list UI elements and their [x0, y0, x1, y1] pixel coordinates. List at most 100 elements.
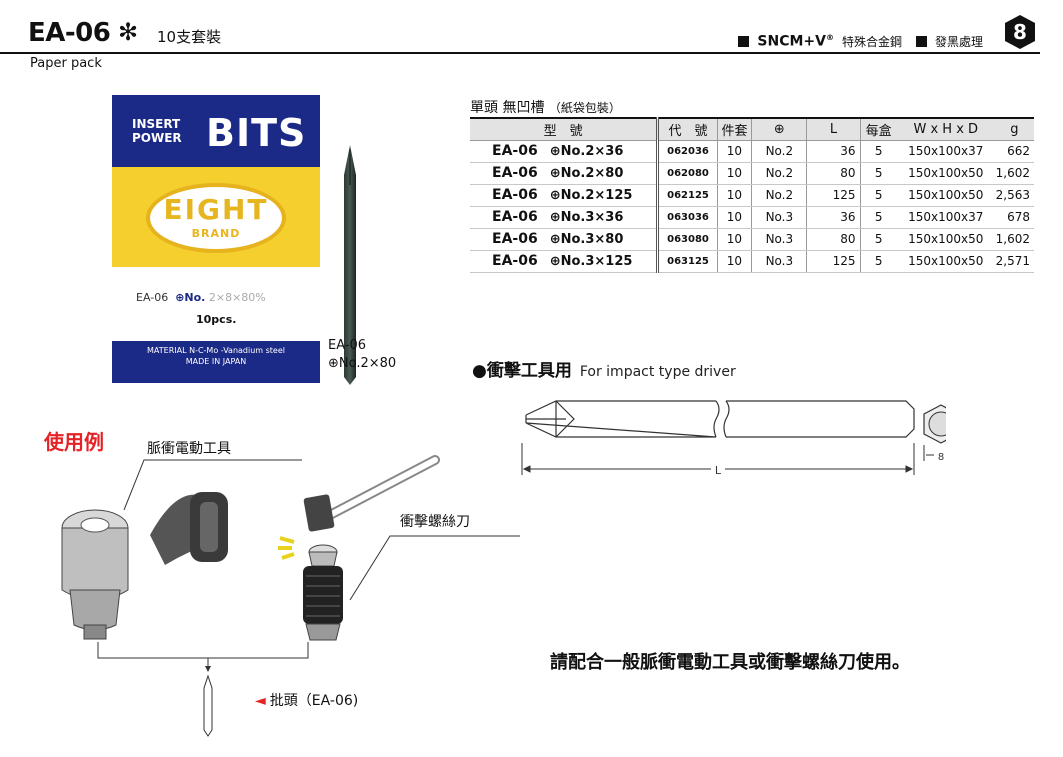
- cell-set: 10: [716, 206, 752, 229]
- cell-model: EA-06⊕No.2×36: [470, 140, 658, 163]
- cell-box: 5: [859, 184, 897, 207]
- table-header-row: 型 號 代 號 件套 ⊕ L 每盒 W x H x D g: [470, 117, 1034, 141]
- cell-box: 5: [859, 140, 897, 163]
- bit-dimension-diagram: L 8: [521, 400, 946, 477]
- usage-illustration: [61, 455, 520, 737]
- cell-box: 5: [859, 162, 897, 185]
- product-package-image: INSERT POWER BITS EIGHT BRAND EA-06 ⊕No.…: [112, 95, 320, 383]
- usage-title: 使用例: [44, 430, 104, 454]
- material-info: SNCM+V® 特殊合金鋼 發黑處理: [738, 33, 983, 50]
- arrow-left-icon: ◄: [255, 693, 266, 709]
- cell-dims: 150x100x50: [896, 250, 995, 273]
- material-name: SNCM+V®: [757, 33, 834, 50]
- pack-quantity: 10支套裝: [157, 28, 222, 46]
- cell-box: 5: [859, 250, 897, 273]
- col-code: 代 號: [656, 117, 718, 141]
- col-phillips: ⊕: [751, 117, 807, 141]
- col-length: L: [806, 117, 861, 141]
- table-title: 單頭 無凹槽 （紙袋包裝）: [470, 100, 621, 116]
- cell-weight: 678: [994, 206, 1034, 229]
- cell-phillips: No.2: [751, 162, 807, 185]
- cell-dims: 150x100x37: [896, 206, 995, 229]
- bit-photo: [344, 145, 356, 385]
- cell-weight: 2,563: [994, 184, 1034, 207]
- hammer-icon: [303, 455, 440, 532]
- svg-text:L: L: [715, 464, 722, 477]
- cell-set: 10: [716, 140, 752, 163]
- cell-code: 063080: [656, 228, 718, 251]
- cell-box: 5: [859, 206, 897, 229]
- material-desc: 特殊合金鋼: [841, 35, 902, 49]
- col-weight: g: [994, 117, 1034, 141]
- package-code: EA-06 ⊕No. 2×8×80%: [136, 291, 266, 304]
- category-badge-icon: 8: [1005, 15, 1035, 49]
- cell-weight: 1,602: [994, 162, 1034, 185]
- col-dims: W x H x D: [896, 117, 995, 141]
- cell-code: 062125: [656, 184, 718, 207]
- cell-weight: 2,571: [994, 250, 1034, 273]
- cell-dims: 150x100x50: [896, 162, 995, 185]
- cell-box: 5: [859, 228, 897, 251]
- cell-weight: 662: [994, 140, 1034, 163]
- impact-driver-icon: [278, 536, 343, 641]
- cell-set: 10: [716, 162, 752, 185]
- package-material-text: MATERIAL N-C-Mo -Vanadium steel MADE IN …: [147, 346, 285, 366]
- cell-code: 063036: [656, 206, 718, 229]
- cell-phillips: No.2: [751, 140, 807, 163]
- eight-brand-logo: EIGHT BRAND: [146, 183, 286, 253]
- cell-phillips: No.3: [751, 228, 807, 251]
- package-insert-text: INSERT POWER: [132, 117, 182, 145]
- package-pcs: 10pcs.: [196, 313, 237, 326]
- cell-length: 80: [806, 228, 861, 251]
- cell-code: 063125: [656, 250, 718, 273]
- svg-text:8: 8: [1013, 20, 1027, 44]
- cell-length: 125: [806, 184, 861, 207]
- cell-model: EA-06⊕No.3×125: [470, 250, 658, 273]
- pulse-tool-label: 脈衝電動工具: [147, 441, 231, 457]
- spec-table: 型 號 代 號 件套 ⊕ L 每盒 W x H x D g EA-06⊕No.2…: [470, 117, 1034, 273]
- page-title-model: EA-06: [28, 18, 111, 48]
- package-bits-text: BITS: [206, 111, 307, 155]
- cell-code: 062036: [656, 140, 718, 163]
- cell-length: 80: [806, 162, 861, 185]
- cell-phillips: No.2: [751, 184, 807, 207]
- bit-caption: EA-06 ⊕No.2×80: [328, 338, 397, 371]
- cell-model: EA-06⊕No.2×80: [470, 162, 658, 185]
- cell-weight: 1,602: [994, 228, 1034, 251]
- treatment-label: 發黑處理: [934, 35, 983, 49]
- cell-dims: 150x100x37: [896, 140, 995, 163]
- svg-text:8: 8: [938, 452, 944, 463]
- cell-model: EA-06⊕No.2×125: [470, 184, 658, 207]
- cell-code: 062080: [656, 162, 718, 185]
- col-model: 型 號: [470, 117, 658, 141]
- cell-phillips: No.3: [751, 206, 807, 229]
- col-box: 每盒: [859, 117, 897, 141]
- impact-driver-label: 衝擊螺絲刀: [400, 514, 470, 530]
- cell-model: EA-06⊕No.3×36: [470, 206, 658, 229]
- cell-set: 10: [716, 228, 752, 251]
- cell-phillips: No.3: [751, 250, 807, 273]
- cell-dims: 150x100x50: [896, 228, 995, 251]
- cell-length: 36: [806, 140, 861, 163]
- cell-set: 10: [716, 184, 752, 207]
- square-bullet-icon: [738, 36, 750, 47]
- square-bullet-icon: [915, 36, 927, 47]
- pulse-tool-icon: [61, 492, 228, 640]
- cell-dims: 150x100x50: [896, 184, 995, 207]
- star-mark: ✻: [118, 18, 139, 46]
- usage-note: 請配合一般脈衝電動工具或衝擊螺絲刀使用。: [550, 652, 910, 673]
- bit-label: ◄批頭（EA-06): [255, 693, 359, 709]
- cell-length: 36: [806, 206, 861, 229]
- header-rule: [0, 52, 1040, 54]
- col-set: 件套: [716, 117, 752, 141]
- cell-length: 125: [806, 250, 861, 273]
- package-label-area: [112, 267, 320, 341]
- cell-model: EA-06⊕No.3×80: [470, 228, 658, 251]
